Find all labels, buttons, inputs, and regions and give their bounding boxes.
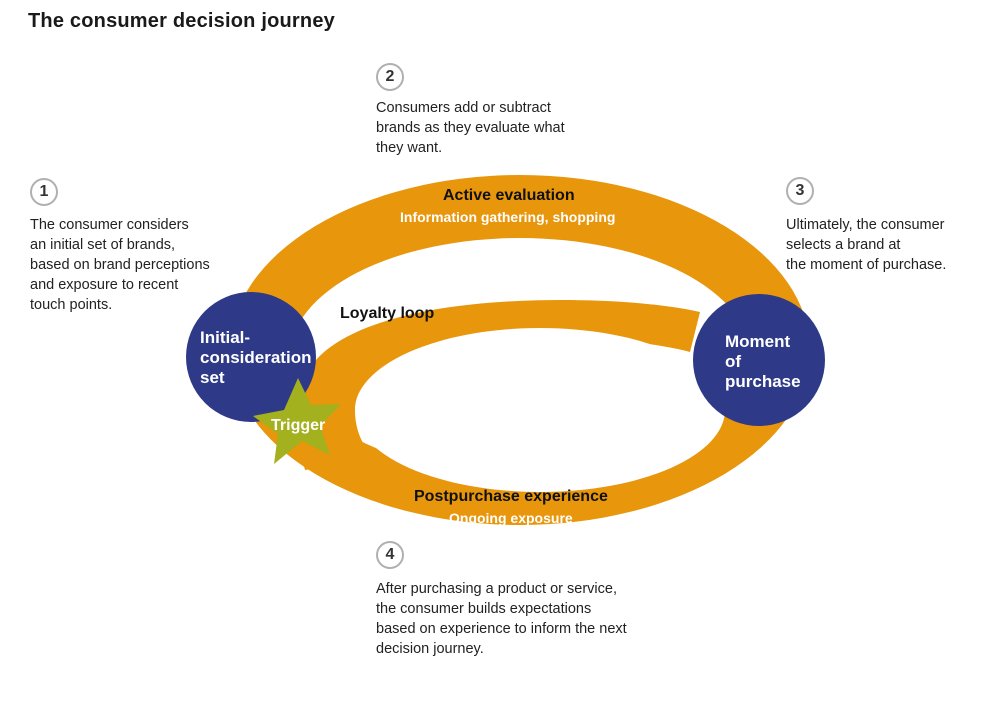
step-1-badge: 1 [30,178,58,206]
step-3-badge: 3 [786,177,814,205]
step-3-line: the moment of purchase. [786,257,947,273]
step-4-line: based on experience to inform the next [376,621,627,637]
moment-of-purchase-circle [693,294,825,426]
step-3-line: Ultimately, the consumer [786,217,945,233]
step-1-line: touch points. [30,297,113,313]
inner-hole [355,328,725,492]
page-title: The consumer decision journey [28,10,335,32]
moment-of-purchase-line: of [725,352,742,371]
initial-consideration-circle [186,292,316,422]
initial-consideration-line: consideration [200,348,312,367]
step-2-line: brands as they evaluate what [376,120,565,136]
step-1-line: based on brand perceptions [30,257,210,273]
moment-of-purchase-label: Moment of purchase [725,332,801,392]
step-2-badge: 2 [376,63,404,91]
postpurchase-label: Postpurchase experience [414,488,608,505]
step-4-line: decision journey. [376,641,484,657]
initial-consideration-line: Initial- [200,328,251,347]
step-2-text: Consumers add or subtract brands as they… [376,98,565,158]
initial-consideration-line: set [200,368,225,387]
moment-of-purchase-line: Moment [725,332,791,351]
trigger-label: Trigger [271,417,326,434]
step-4-line: After purchasing a product or service, [376,581,617,597]
step-4-text: After purchasing a product or service, t… [376,579,627,659]
step-1-line: and exposure to recent [30,277,179,293]
step-1-line: an initial set of brands, [30,237,176,253]
step-2-line: Consumers add or subtract [376,100,551,116]
postpurchase-sublabel: Ongoing exposure [449,510,573,526]
journey-outer-ring [230,175,810,525]
step-1-text: The consumer considers an initial set of… [30,215,210,315]
step-4-badge: 4 [376,541,404,569]
step-4-line: the consumer builds expectations [376,601,592,617]
trigger-star [253,378,341,464]
initial-consideration-label: Initial- consideration set [200,328,311,388]
loyalty-loop-band [300,300,700,470]
active-evaluation-label: Active evaluation [443,187,575,204]
step-2-line: they want. [376,140,443,156]
active-evaluation-sublabel: Information gathering, shopping [400,209,616,225]
loyalty-loop-label: Loyalty loop [340,305,435,322]
step-3-line: selects a brand at [786,237,901,253]
moment-of-purchase-line: purchase [725,372,801,391]
step-3-text: Ultimately, the consumer selects a brand… [786,215,946,275]
step-1-line: The consumer considers [30,217,189,233]
